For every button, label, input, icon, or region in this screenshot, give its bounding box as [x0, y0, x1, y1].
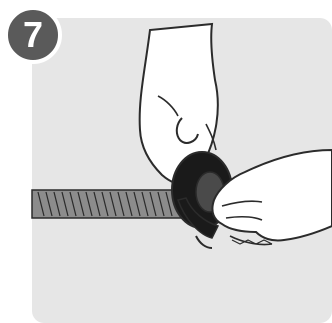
step-number: 7 [23, 17, 43, 53]
step-number-badge: 7 [4, 6, 62, 64]
lower-hand [212, 150, 332, 245]
